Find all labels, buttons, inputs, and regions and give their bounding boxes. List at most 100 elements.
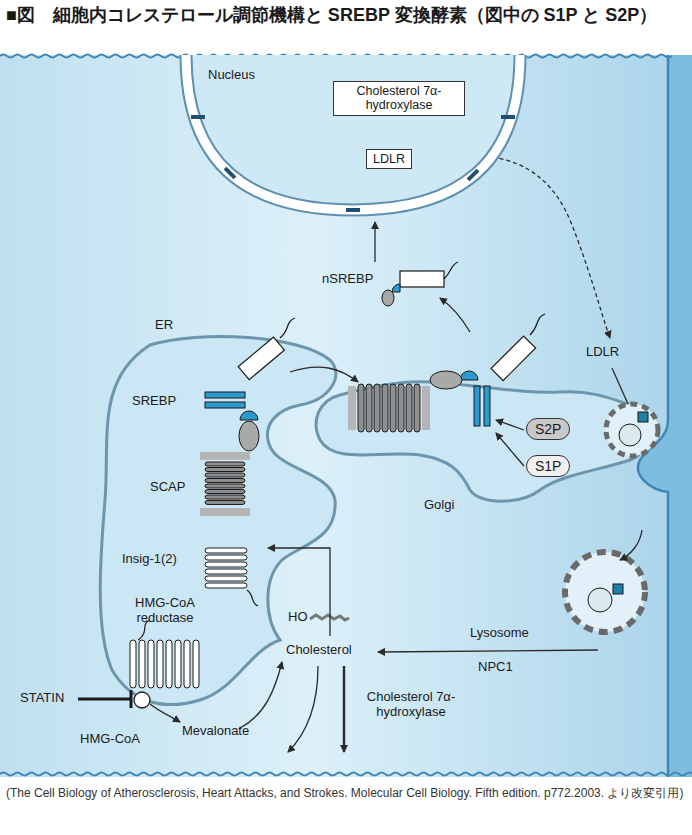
efflux-arrow: [288, 666, 318, 752]
srebp-domain: [238, 337, 284, 380]
srebp-membrane-domain: [474, 386, 480, 426]
part-label: SCAP: [150, 480, 185, 495]
srebp-membrane-domain: [205, 402, 245, 408]
ldl-receptor: [613, 584, 623, 594]
extracellular-space: [638, 55, 692, 777]
scap-helix: [205, 473, 245, 477]
nuclear-pore: [191, 115, 205, 119]
nuclear-pore: [501, 115, 515, 119]
node-label: S2P: [535, 421, 561, 437]
synthesis-arrow: [240, 662, 282, 728]
reductase-helix: [166, 640, 172, 688]
scap-helix: [205, 484, 245, 488]
active-site: [134, 692, 150, 708]
reductase-helix: [157, 640, 163, 688]
conversion-arrow: [343, 666, 345, 752]
part-label: Mevalonate: [182, 724, 249, 739]
transport-arrow: [374, 222, 375, 262]
insig-helix: [205, 548, 247, 553]
reductase-helix: [139, 640, 145, 688]
part-label: SREBP: [132, 394, 176, 409]
nuclear-membrane: [186, 55, 520, 210]
source-caption: (The Cell Biology of Atherosclerosis, He…: [6, 786, 686, 802]
cleavage-arrow: [496, 433, 524, 466]
lysosome-vesicle: [565, 552, 645, 632]
inhibition-bar: [130, 690, 133, 708]
scap-helix: [406, 384, 412, 432]
scap-helix: [205, 479, 245, 483]
ldl-particle: [588, 588, 612, 612]
part-label: NPC1: [478, 660, 513, 675]
insig-helix: [205, 569, 247, 574]
gene-box: Cholesterol 7α-hydroxylase: [333, 81, 465, 116]
srebp-domain: [239, 421, 259, 451]
scap-helix: [414, 384, 420, 432]
nucleus: NucleusCholesterol 7α-hydroxylaseLDLR: [178, 55, 528, 220]
reductase-helix: [193, 640, 199, 688]
figure-title: ■図 細胞内コレステロール調節機構と SREBP 変換酵素（図中の S1P と …: [6, 4, 666, 27]
endocytosis-arrow: [620, 530, 642, 560]
insig-helix: [205, 576, 247, 581]
part-label: STATIN: [20, 691, 64, 706]
node-label: S1P: [535, 458, 561, 474]
part-label: Insig-1(2): [122, 552, 177, 567]
part-label: HMG-CoA reductase: [122, 596, 208, 626]
srebp-domain: [430, 371, 462, 389]
nsrebp: [392, 284, 400, 292]
membrane: [422, 386, 430, 430]
scap-helix: [374, 384, 380, 432]
srebp-domain: [240, 411, 258, 420]
srebp-tail: [280, 318, 295, 338]
srebp-domain: [460, 371, 478, 380]
nsrebp: [382, 290, 394, 306]
synthesis-arrow: [150, 704, 180, 722]
transport-arrow: [290, 367, 358, 382]
srebp-membrane-domain: [484, 386, 490, 426]
coated-pit: [606, 404, 658, 456]
membrane: [348, 386, 356, 430]
scap-helix: [205, 468, 245, 472]
ldl-particle: [619, 424, 641, 446]
scap-helix: [205, 462, 245, 466]
membrane: [200, 452, 250, 460]
scap-helix: [366, 384, 372, 432]
transport-arrow: [378, 650, 598, 652]
part-label: Cholesterol 7α-hydroxylase: [356, 690, 466, 720]
nucleus-label: Nucleus: [208, 67, 255, 82]
nsrebp: [400, 271, 444, 287]
scap-helix: [390, 384, 396, 432]
membrane: [200, 508, 250, 516]
part-label: nSREBP: [322, 272, 373, 287]
insig-tail: [247, 590, 258, 606]
nucleoplasm: [186, 55, 520, 210]
protease-oval: S1P: [526, 455, 570, 477]
scap-helix: [382, 384, 388, 432]
nuclear-membrane: [186, 55, 520, 210]
part-label: Golgi: [424, 498, 454, 513]
protease-oval: S2P: [526, 418, 570, 440]
reductase-helix: [175, 640, 181, 688]
insig-helix: [205, 555, 247, 560]
node-label: Cholesterol 7α-hydroxylase: [340, 84, 458, 113]
reductase-helix: [130, 640, 136, 688]
part-label: HMG-CoA: [80, 732, 140, 747]
nuclear-pore: [346, 208, 360, 212]
scap-helix: [358, 384, 364, 432]
plasma-membrane: [0, 773, 692, 776]
scap-helix: [205, 495, 245, 499]
ldl-receptor: [638, 412, 648, 422]
srebp-membrane-domain: [205, 392, 245, 398]
nsrebp-tail: [444, 262, 458, 279]
part-label: ER: [155, 318, 173, 333]
part-label: LDLR: [586, 345, 619, 360]
golgi: [316, 382, 649, 502]
srebp-tail: [530, 314, 545, 335]
feedback-arrow: [268, 548, 330, 636]
inhibition-line: [78, 698, 130, 701]
part-label: Cholesterol: [286, 643, 352, 658]
cleavage-arrow: [496, 420, 524, 430]
reductase-helix: [148, 640, 154, 688]
cytoplasm: [0, 55, 692, 777]
node-label: LDLR: [373, 152, 405, 166]
scap-helix: [205, 501, 245, 505]
